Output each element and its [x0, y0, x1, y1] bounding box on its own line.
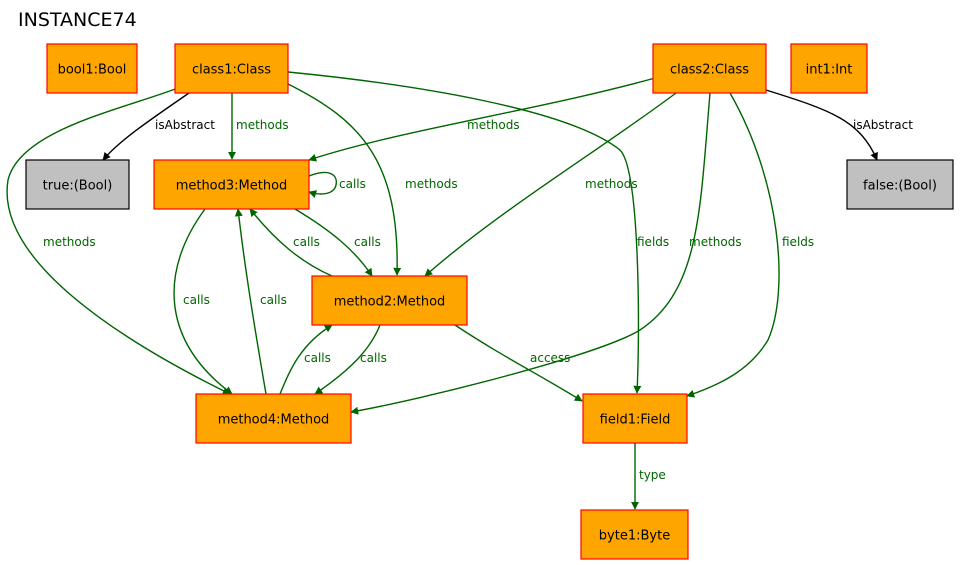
edge-method3-method2: [294, 208, 373, 277]
diagram-title: INSTANCE74: [18, 9, 137, 31]
node-box: [46, 43, 138, 94]
node-box: [153, 159, 310, 210]
node-int1: int1:Int: [790, 43, 868, 94]
edge-label-access: access: [530, 351, 570, 365]
node-method2: method2:Method: [311, 275, 468, 326]
edge-label-calls: calls: [304, 351, 331, 365]
node-label: method4:Method: [218, 413, 330, 428]
edge-method4-method2: [279, 324, 333, 395]
edge-class2-method4: [350, 92, 711, 415]
node-box: [25, 159, 130, 210]
node-bool1: bool1:Bool: [46, 43, 138, 94]
node-box: [790, 43, 868, 94]
edge-label-methods: methods: [43, 235, 96, 249]
node-box: [580, 509, 689, 560]
edge-method2-field1: [454, 324, 583, 402]
node-box: [582, 393, 688, 444]
node-box: [174, 43, 289, 94]
node-label: class2:Class: [670, 63, 749, 78]
node-label: int1:Int: [806, 63, 853, 78]
node-label: byte1:Byte: [599, 529, 670, 544]
edge-method2-method4: [314, 324, 381, 395]
edge-label-isAbstract: isAbstract: [155, 118, 215, 132]
node-true: true:(Bool): [25, 159, 130, 210]
edge-label-calls: calls: [260, 293, 287, 307]
edge-label-calls: calls: [339, 177, 366, 191]
node-label: method3:Method: [176, 179, 288, 194]
edge-class2-method3: [308, 77, 656, 162]
node-label: method2:Method: [334, 295, 446, 310]
edge-label-fields: fields: [782, 235, 814, 249]
edge-label-calls: calls: [293, 235, 320, 249]
node-box: [652, 43, 767, 94]
edge-label-fields: fields: [637, 235, 669, 249]
node-class1: class1:Class: [174, 43, 289, 94]
node-false: false:(Bool): [846, 159, 954, 210]
node-field1: field1:Field: [582, 393, 688, 444]
node-label: field1:Field: [600, 413, 671, 428]
node-label: bool1:Bool: [58, 63, 127, 78]
edge-method2-method3: [249, 208, 333, 277]
node-label: false:(Bool): [863, 179, 937, 194]
edge-method3-method4: [173, 208, 233, 395]
edge-class1-true: [102, 92, 190, 161]
node-label: true:(Bool): [43, 179, 113, 194]
edge-label-calls: calls: [183, 293, 210, 307]
edge-label-calls: calls: [360, 351, 387, 365]
edge-label-methods: methods: [467, 118, 520, 132]
node-method4: method4:Method: [195, 393, 352, 444]
node-class2: class2:Class: [652, 43, 767, 94]
node-label: class1:Class: [192, 63, 271, 78]
edge-label-calls: calls: [354, 235, 381, 249]
edge-method3-method3: [308, 171, 337, 198]
edge-label-methods: methods: [689, 235, 742, 249]
node-box: [311, 275, 468, 326]
node-box: [846, 159, 954, 210]
edge-class1-method2: [287, 83, 402, 276]
edge-method4-method3: [234, 208, 267, 395]
edge-label-methods: methods: [405, 177, 458, 191]
node-byte1: byte1:Byte: [580, 509, 689, 560]
edge-label-type: type: [639, 468, 666, 482]
node-method3: method3:Method: [153, 159, 310, 210]
edge-label-isAbstract: isAbstract: [853, 118, 913, 132]
edge-class1-field1: [287, 71, 642, 394]
node-box: [195, 393, 352, 444]
edge-class2-method2: [424, 92, 677, 277]
edge-label-methods: methods: [236, 118, 289, 132]
edge-class1-method4: [6, 87, 231, 395]
edge-class2-field1: [686, 92, 780, 398]
edge-label-methods: methods: [585, 177, 638, 191]
edge-class2-false: [765, 89, 878, 161]
